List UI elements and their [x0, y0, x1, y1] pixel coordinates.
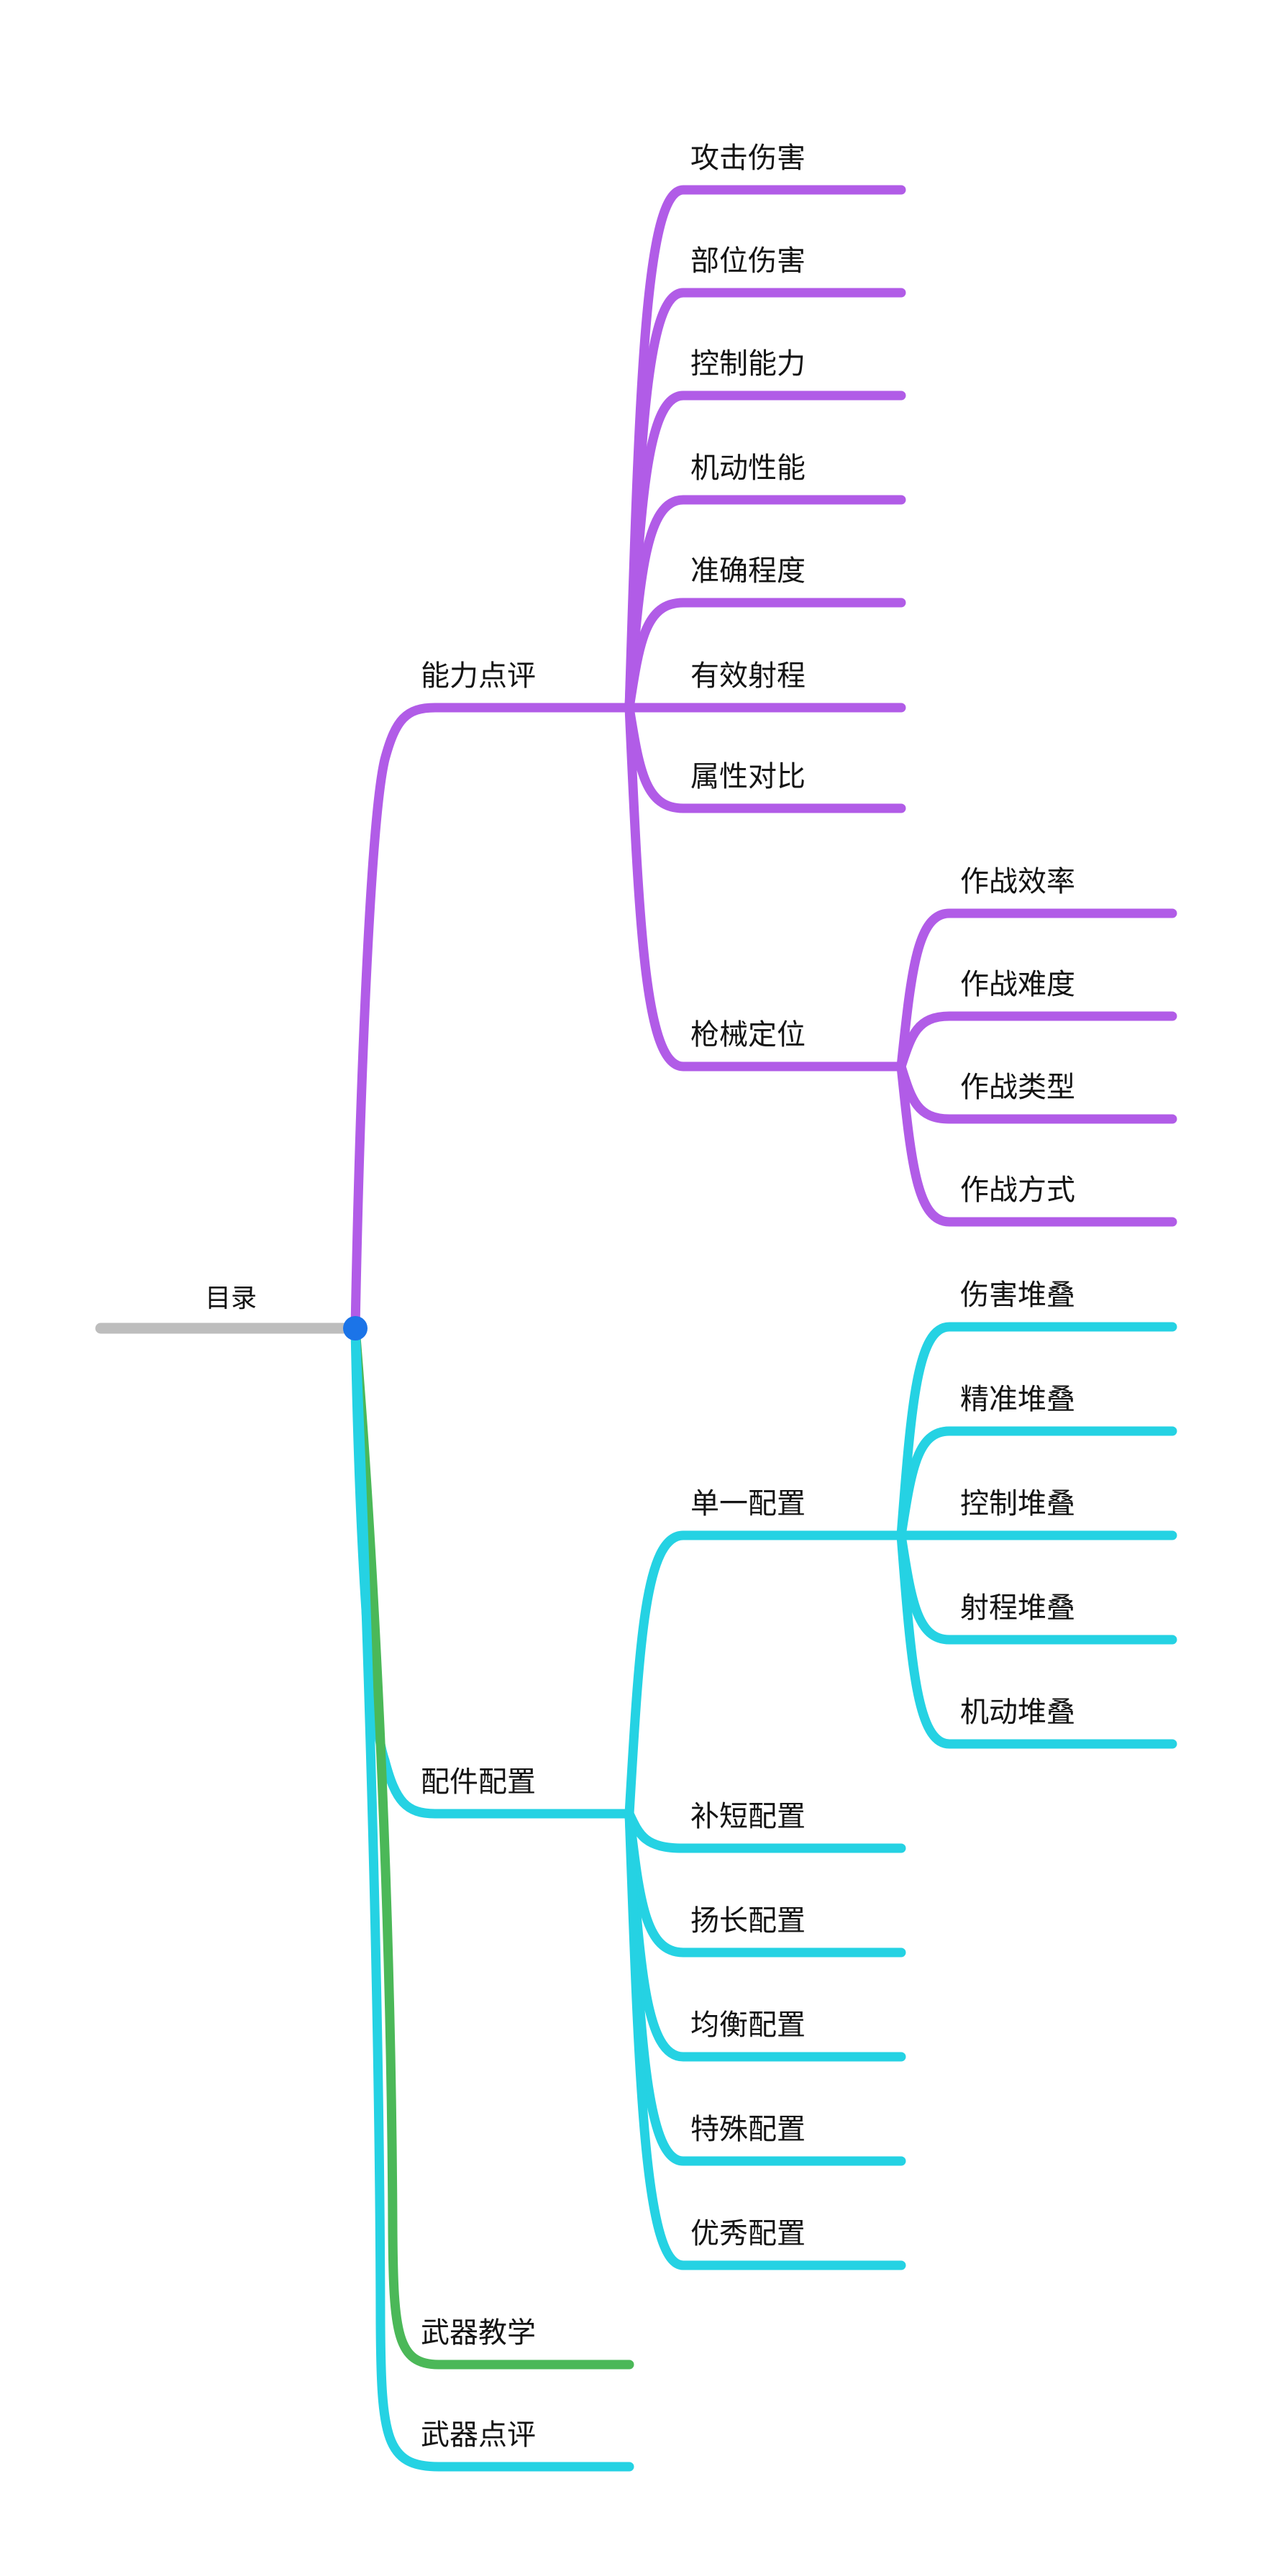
mindmap-node-label[interactable]: 精准堆叠	[960, 1383, 1075, 1416]
node-edge	[896, 908, 1177, 1072]
node-edge	[896, 1011, 1177, 1072]
branch-trunk-edge	[350, 1323, 634, 2472]
mindmap-node-label[interactable]: 特殊配置	[690, 2113, 806, 2146]
branch-trunk-edge	[350, 1323, 634, 1819]
mindmap-node-label[interactable]: 有效射程	[690, 659, 806, 693]
mindmap-node-label[interactable]: 单一配置	[690, 1487, 806, 1520]
mindmap-node-label[interactable]: 作战方式	[960, 1174, 1075, 1207]
mindmap-node-label[interactable]: 枪械定位	[690, 1018, 806, 1051]
node-edge	[624, 703, 906, 1072]
node-edge	[896, 1530, 1177, 1749]
mindmap-node-label[interactable]: 补短配置	[690, 1800, 806, 1833]
node-edge	[896, 1426, 1177, 1540]
mindmap-node-label[interactable]: 作战效率	[960, 865, 1075, 898]
mindmap-node-label[interactable]: 均衡配置	[690, 2009, 806, 2042]
mindmap-node-label[interactable]: 配件配置	[421, 1766, 536, 1799]
root-node-label[interactable]: 目录	[205, 1284, 257, 1313]
mindmap-node-label[interactable]: 作战难度	[960, 968, 1075, 1001]
mindmap-node-label[interactable]: 控制堆叠	[960, 1487, 1075, 1520]
mindmap-node-label[interactable]: 机动堆叠	[960, 1696, 1075, 1729]
node-edge	[624, 703, 906, 813]
node-edge	[624, 598, 906, 713]
node-edge	[624, 1809, 906, 2270]
node-edge	[624, 1809, 906, 2166]
mindmap-node-label[interactable]: 准确程度	[690, 554, 806, 588]
mindmap-node-label[interactable]: 机动性能	[690, 452, 806, 485]
mindmap-node-label[interactable]: 能力点评	[421, 659, 536, 693]
mindmap-node-label[interactable]: 作战类型	[960, 1071, 1075, 1104]
node-edge	[624, 1530, 906, 1819]
mindmap-node-label[interactable]: 属性对比	[690, 760, 806, 793]
branch-trunk-edge	[350, 1323, 634, 2370]
mindmap-node-label[interactable]: 武器教学	[421, 2316, 536, 2349]
mindmap-node-label[interactable]: 控制能力	[690, 347, 806, 380]
mindmap-node-label[interactable]: 攻击伤害	[690, 142, 806, 175]
mindmap-node-label[interactable]: 伤害堆叠	[960, 1279, 1075, 1312]
root-dot[interactable]	[343, 1316, 368, 1340]
mindmap-node-label[interactable]: 部位伤害	[690, 245, 806, 278]
mindmap-node-label[interactable]: 武器点评	[421, 2419, 536, 2452]
mindmap-node-label[interactable]: 优秀配置	[690, 2217, 806, 2250]
node-edge	[896, 1061, 1177, 1227]
mindmap-node-label[interactable]: 扬长配置	[690, 1904, 806, 1937]
branch-trunk-edge	[350, 703, 634, 1333]
mindmap-node-label[interactable]: 射程堆叠	[960, 1591, 1075, 1625]
